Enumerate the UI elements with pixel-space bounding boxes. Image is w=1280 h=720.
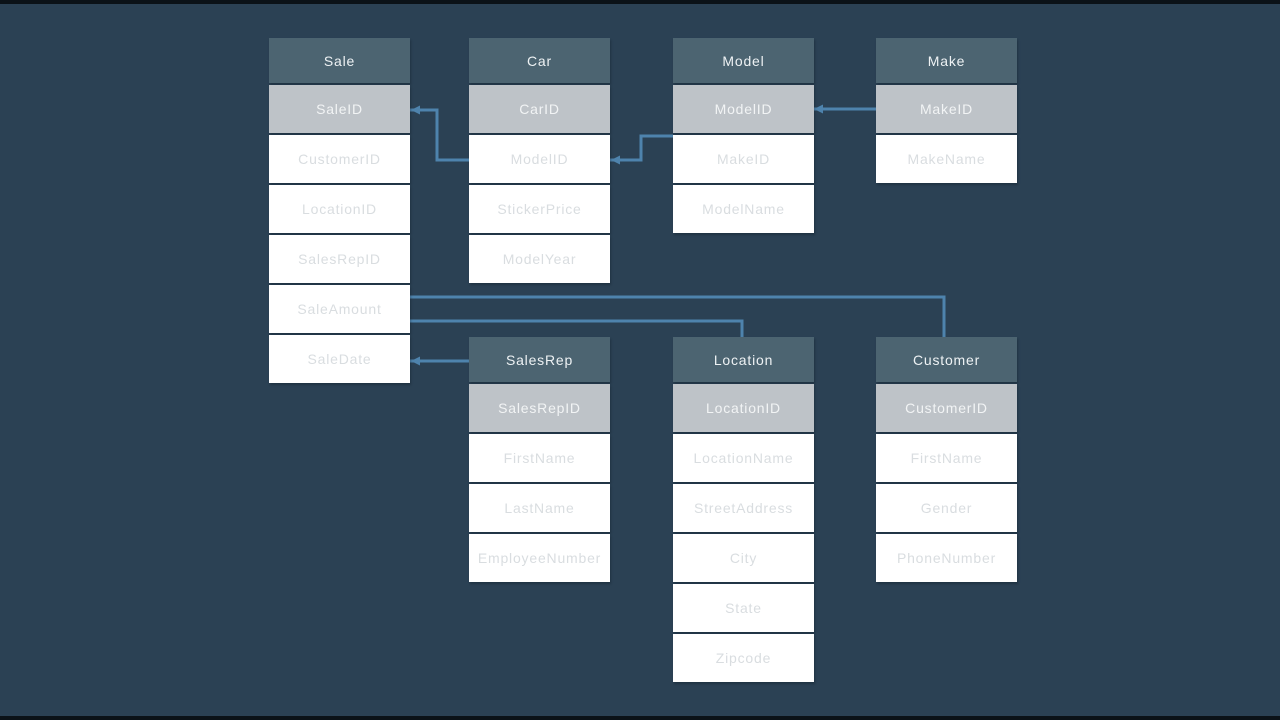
relationship-line-sale-saleid-to-car-modelid [410, 108, 469, 162]
primary-key-row-modelid: ModelID [673, 85, 814, 133]
letterbox-bottom [0, 716, 1280, 720]
table-header-sale: Sale [269, 38, 410, 83]
field-row-saleamount: SaleAmount [269, 285, 410, 333]
field-row-modelid: ModelID [469, 135, 610, 183]
field-row-saledate: SaleDate [269, 335, 410, 383]
field-row-zipcode: Zipcode [673, 634, 814, 682]
field-row-customerid: CustomerID [269, 135, 410, 183]
field-row-phonenumber: PhoneNumber [876, 534, 1017, 582]
field-row-salesrepid: SalesRepID [269, 235, 410, 283]
field-row-lastname: LastName [469, 484, 610, 532]
field-row-makeid: MakeID [673, 135, 814, 183]
relationship-arrowhead-icon-car-modelid-to-model-makeid [611, 155, 620, 165]
table-header-customer: Customer [876, 337, 1017, 382]
field-row-modelyear: ModelYear [469, 235, 610, 283]
field-row-locationname: LocationName [673, 434, 814, 482]
primary-key-row-saleid: SaleID [269, 85, 410, 133]
relationship-arrowhead-icon-sale-salesrepid-to-salesrep [411, 356, 420, 366]
table-header-location: Location [673, 337, 814, 382]
table-header-salesrep: SalesRep [469, 337, 610, 382]
field-row-makename: MakeName [876, 135, 1017, 183]
field-row-firstname: FirstName [469, 434, 610, 482]
letterbox-top [0, 0, 1280, 4]
relationship-line-sale-locationid-to-location [410, 319, 744, 338]
table-header-make: Make [876, 38, 1017, 83]
field-row-state: State [673, 584, 814, 632]
primary-key-row-carid: CarID [469, 85, 610, 133]
relationship-arrowhead-icon-model-modelid-to-make-makeid [814, 104, 823, 114]
relationship-line-car-modelid-to-model-makeid [610, 134, 673, 162]
primary-key-row-customerid: CustomerID [876, 384, 1017, 432]
field-row-stickerprice: StickerPrice [469, 185, 610, 233]
table-header-car: Car [469, 38, 610, 83]
primary-key-row-salesrepid: SalesRepID [469, 384, 610, 432]
relationship-arrowhead-icon-sale-saleid-to-car-modelid [411, 105, 420, 115]
relationship-line-sale-customerid-to-customer [410, 295, 946, 338]
table-header-model: Model [673, 38, 814, 83]
primary-key-row-locationid: LocationID [673, 384, 814, 432]
primary-key-row-makeid: MakeID [876, 85, 1017, 133]
field-row-modelname: ModelName [673, 185, 814, 233]
field-row-locationid: LocationID [269, 185, 410, 233]
field-row-gender: Gender [876, 484, 1017, 532]
field-row-firstname: FirstName [876, 434, 1017, 482]
field-row-city: City [673, 534, 814, 582]
field-row-employeenumber: EmployeeNumber [469, 534, 610, 582]
field-row-streetaddress: StreetAddress [673, 484, 814, 532]
